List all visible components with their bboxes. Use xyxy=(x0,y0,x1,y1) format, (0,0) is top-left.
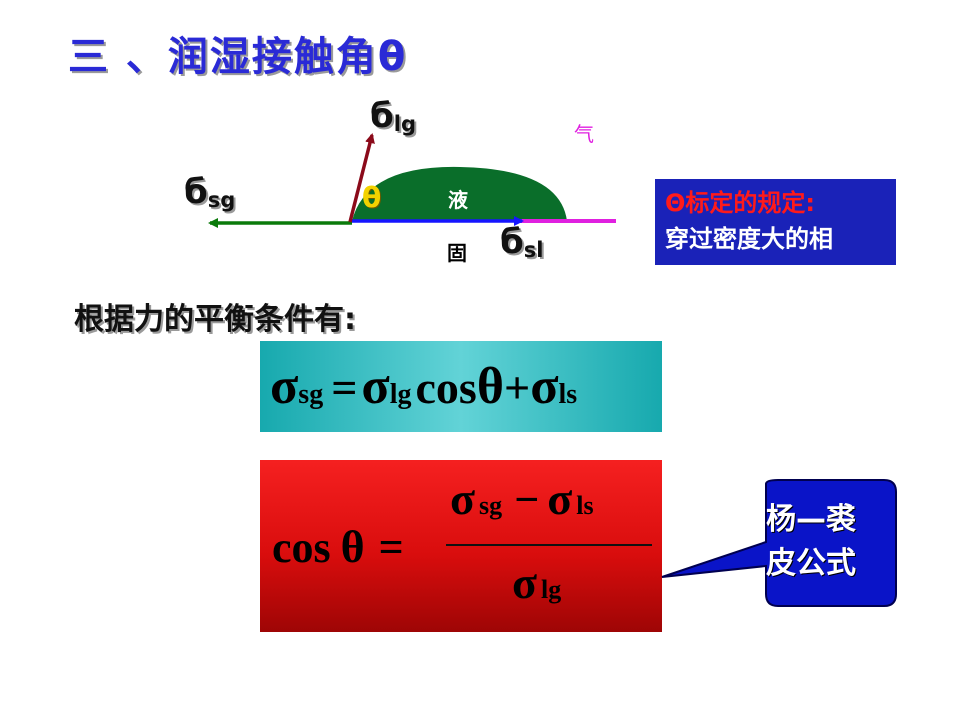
solid-label: 固 xyxy=(447,241,467,265)
sigma-lg-arrow xyxy=(348,133,375,223)
fraction-bar xyxy=(446,544,652,546)
liquid-label: 液 xyxy=(448,188,468,212)
sigma-sg-label: бsg xyxy=(184,172,236,212)
angle-convention-box: Θ标定的规定: 穿过密度大的相 xyxy=(655,179,896,265)
callout-bubble xyxy=(661,479,897,607)
young-equation-box: σsg =σlg cosθ+σls xyxy=(260,341,662,432)
cos-theta-lhs: cos θ = xyxy=(272,521,404,572)
page-title: 三 、润湿接触角θ xyxy=(68,34,408,80)
sigma-sl-label: бsl xyxy=(500,222,544,262)
sigma-lg-label: бlg xyxy=(370,96,416,136)
callout-line-1: 杨—裘 xyxy=(766,502,856,537)
callout-line-2: 皮公式 xyxy=(766,546,856,581)
gas-label: 气 xyxy=(574,122,594,146)
theta-label: θ xyxy=(362,181,382,214)
rule-line-1: Θ标定的规定: xyxy=(665,189,815,217)
young-equation: σsg =σlg cosθ+σls xyxy=(270,358,578,415)
callout-text: 杨—裘 皮公式 xyxy=(766,498,856,586)
balance-heading: 根据力的平衡条件有: xyxy=(74,302,356,337)
liquid-drop xyxy=(352,166,567,221)
contact-angle-diagram xyxy=(208,133,616,228)
rule-line-2: 穿过密度大的相 xyxy=(665,225,833,253)
